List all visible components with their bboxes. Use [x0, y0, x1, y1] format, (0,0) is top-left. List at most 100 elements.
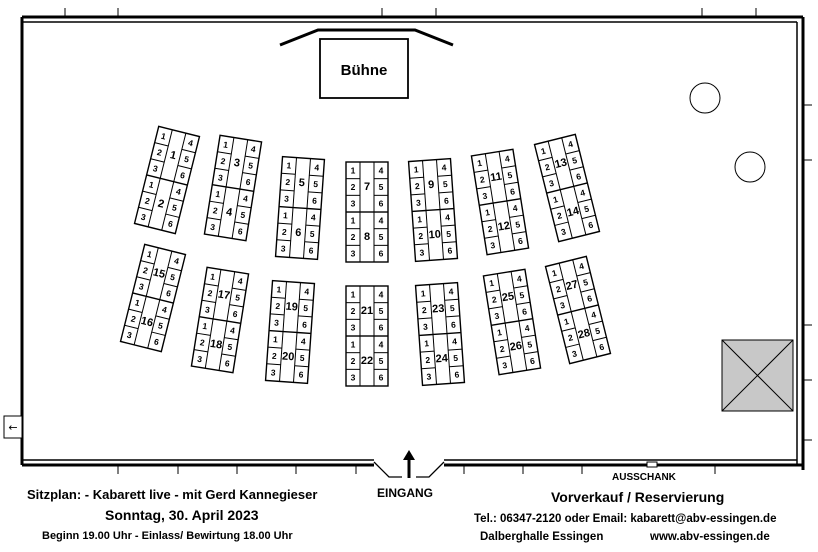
table-number: 10	[428, 229, 441, 242]
table-number: 9	[428, 179, 435, 191]
seat-divider	[165, 213, 180, 218]
seat-number: 1	[489, 278, 496, 289]
seat-number: 3	[351, 373, 356, 383]
seat-number: 5	[303, 303, 309, 313]
entrance-label: EINGANG	[377, 486, 434, 500]
seat-divider	[169, 197, 184, 202]
table-number: 23	[432, 303, 445, 316]
seat-divider	[239, 188, 254, 192]
seat-number: 4	[504, 153, 511, 164]
pillar-1	[689, 82, 721, 114]
seat-number: 5	[157, 320, 164, 331]
seat-number: 1	[286, 160, 292, 170]
seat-number: 6	[447, 245, 453, 255]
table-number: 28	[577, 327, 592, 342]
seat-number: 1	[273, 334, 279, 344]
table-number: 18	[209, 338, 223, 352]
seat-divider	[173, 181, 188, 186]
booking-contact: Tel.: 06347-2120 oder Email: kabarett@ab…	[474, 513, 777, 525]
stage: Bühne	[279, 28, 454, 99]
seat-number: 3	[204, 304, 211, 315]
seat-number: 3	[197, 354, 204, 365]
seat-divider	[437, 174, 452, 177]
seat-number: 4	[301, 336, 307, 346]
table-divider	[560, 185, 574, 191]
seat-divider	[199, 316, 214, 320]
seat-number: 2	[567, 332, 574, 343]
seat-number: 6	[379, 249, 384, 259]
table-number: 12	[497, 220, 511, 234]
seat-divider	[279, 205, 294, 209]
seat-number: 3	[140, 212, 147, 223]
seat-divider	[553, 295, 568, 300]
seat-number: 1	[351, 339, 356, 349]
seat-divider	[484, 235, 499, 239]
event-title: Sitzplan: - Kabarett live - mit Gerd Kan…	[27, 487, 318, 502]
seat-number: 5	[594, 325, 601, 336]
seat-number: 5	[519, 290, 526, 301]
seat-number: 3	[351, 323, 356, 333]
seat-number: 5	[248, 160, 255, 171]
table-divider	[146, 295, 160, 301]
seat-divider	[414, 243, 429, 246]
seat-divider	[181, 148, 196, 154]
table-number: 7	[364, 181, 370, 193]
seat-number: 6	[232, 309, 239, 320]
seat-number: 2	[272, 351, 278, 361]
seat-number: 3	[280, 243, 286, 253]
seat-number: 2	[212, 205, 219, 216]
seat-number: 2	[144, 195, 151, 206]
exit-door-box	[3, 415, 23, 439]
seat-divider	[294, 365, 309, 368]
seat-number: 6	[179, 170, 186, 181]
seat-number: 4	[578, 261, 585, 272]
seat-number: 4	[579, 187, 586, 198]
seat-divider	[569, 166, 584, 171]
seat-number: 1	[146, 249, 153, 260]
entrance-door-right	[416, 461, 445, 478]
bar-area	[721, 339, 794, 412]
seat-number: 3	[138, 281, 145, 292]
seat-number: 5	[240, 210, 247, 221]
seat-number: 4	[175, 186, 182, 197]
seat-number: 1	[276, 284, 282, 294]
seat-number: 3	[426, 371, 432, 381]
seat-divider	[588, 320, 603, 325]
seat-number: 2	[207, 288, 214, 299]
table-number: 8	[364, 231, 370, 243]
booking-heading: Vorverkauf / Reservierung	[551, 489, 725, 505]
seat-number: 5	[443, 179, 449, 189]
seat-divider	[421, 367, 436, 370]
seat-divider	[201, 299, 216, 303]
seat-divider	[281, 172, 296, 175]
seat-number: 2	[555, 284, 562, 295]
seat-number: 6	[586, 293, 593, 304]
seat-number: 1	[215, 189, 222, 200]
seat-number: 6	[454, 369, 460, 379]
seat-divider	[155, 315, 170, 320]
table-number: 13	[554, 156, 569, 171]
seat-number: 3	[270, 367, 276, 377]
seat-number: 1	[160, 131, 167, 142]
seat-number: 4	[441, 162, 447, 172]
seat-divider	[309, 174, 324, 177]
seat-number: 3	[351, 199, 356, 209]
seat-divider	[473, 169, 488, 173]
table-number: 26	[509, 340, 523, 354]
seat-number: 5	[227, 342, 234, 353]
seat-number: 2	[425, 355, 431, 365]
exit-arrow-icon: ←	[8, 421, 17, 434]
seat-number: 2	[479, 174, 486, 185]
seat-number: 1	[420, 288, 426, 298]
seat-number: 6	[237, 226, 244, 237]
table-number: 3	[233, 157, 241, 170]
seat-divider	[439, 207, 454, 211]
seat-number: 2	[351, 306, 356, 316]
seat-divider	[270, 313, 285, 316]
seat-number: 4	[237, 276, 244, 287]
seat-number: 1	[417, 214, 423, 224]
seat-divider	[204, 283, 219, 287]
seat-number: 3	[152, 163, 159, 174]
